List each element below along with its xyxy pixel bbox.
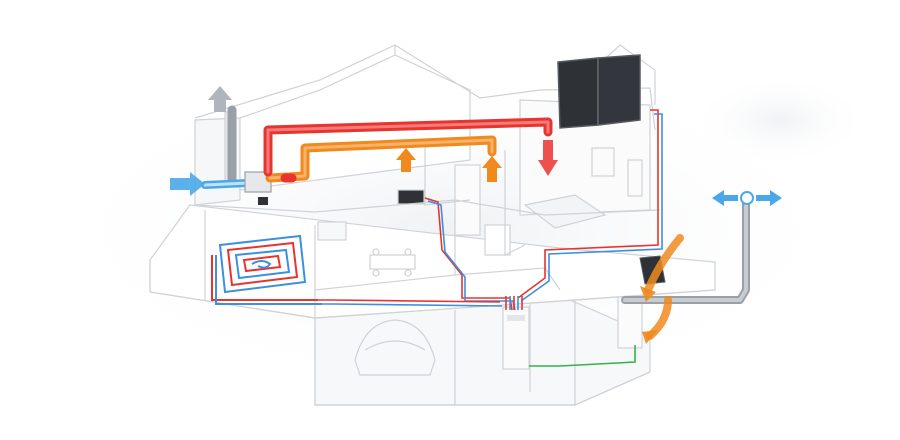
down-arrow-icon	[538, 140, 558, 176]
basement	[314, 295, 651, 406]
garage-car	[354, 319, 436, 376]
up-arrow-icon	[396, 148, 502, 182]
pipe-bundle	[505, 296, 523, 310]
ground-floor	[149, 204, 716, 319]
dining-table	[369, 254, 416, 270]
ground-loop-pipe	[529, 345, 636, 367]
exhaust-arrow-icon	[208, 86, 232, 112]
intake-arrow-icon	[170, 172, 205, 196]
solar-panels	[557, 54, 641, 129]
bidirectional-arrow-icon	[712, 190, 782, 206]
tv-unit	[397, 189, 425, 205]
bedroom-window	[591, 147, 615, 177]
ventilation-unit	[617, 295, 643, 349]
bed	[523, 194, 607, 229]
supply-air-duct	[263, 117, 553, 183]
fresh-air-duct	[201, 179, 252, 189]
kitchen-counter	[317, 221, 347, 241]
floor-heating-coil	[211, 234, 322, 305]
background-haze-right	[690, 75, 870, 165]
